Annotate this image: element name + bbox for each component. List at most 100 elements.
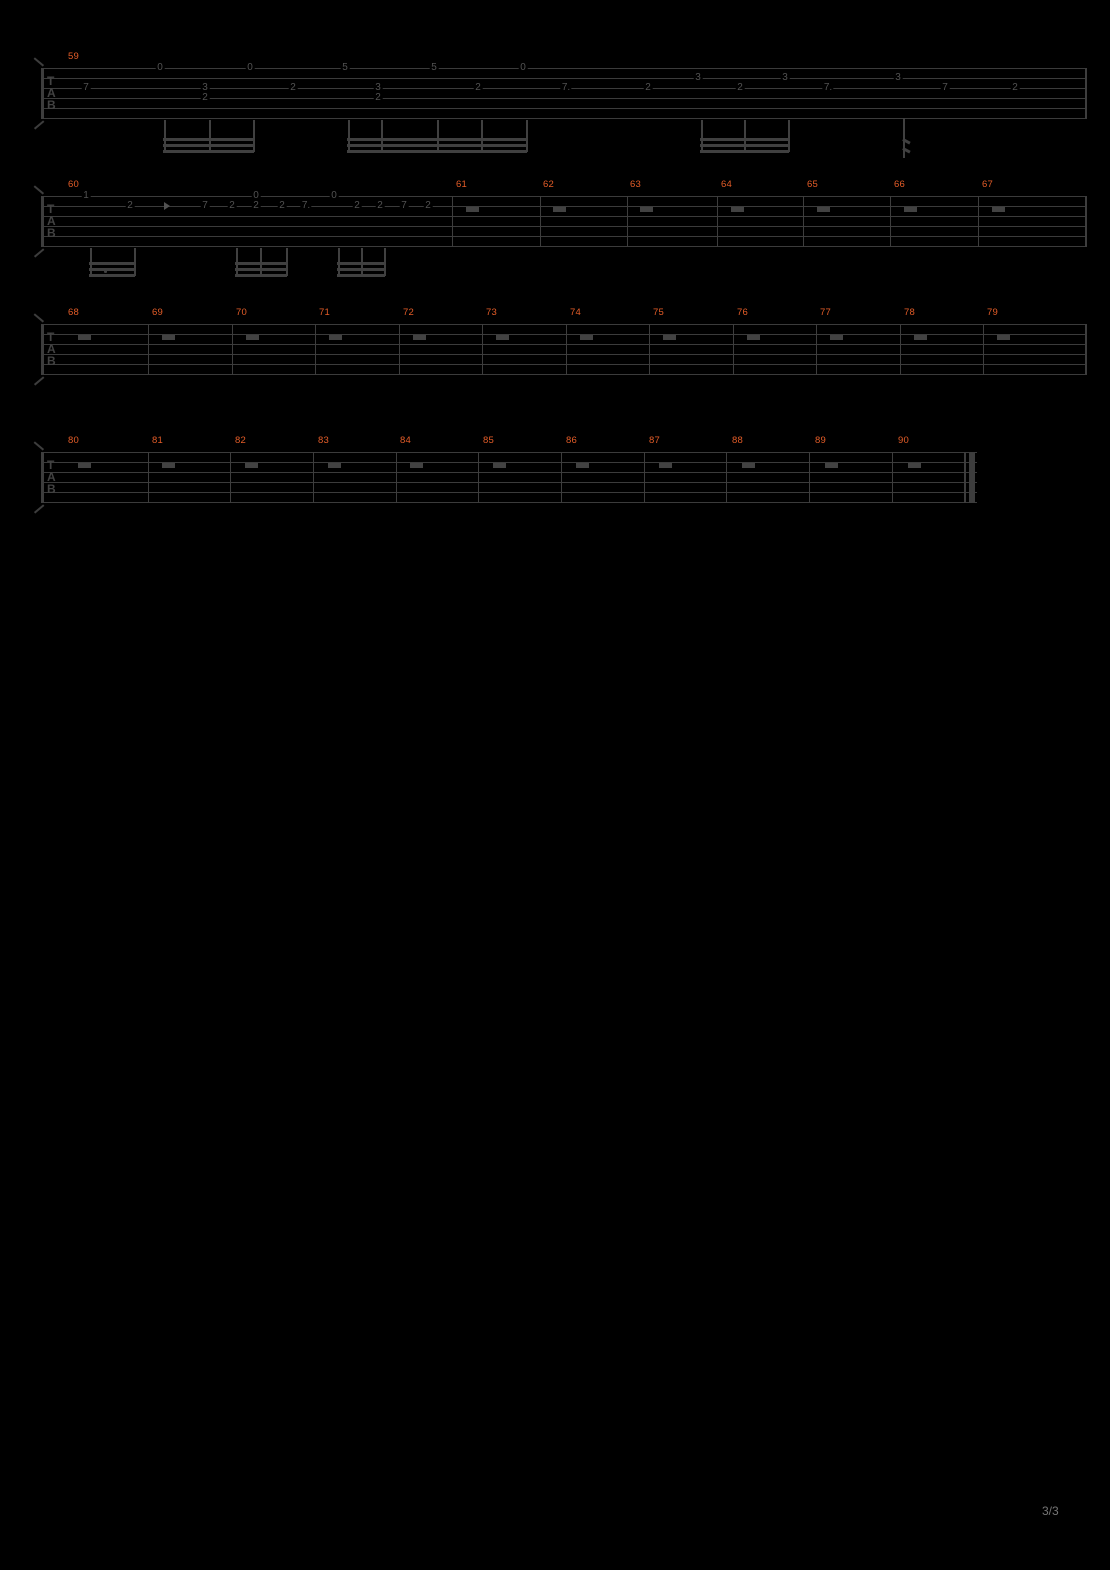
whole-rest-block — [908, 463, 921, 468]
barline — [978, 196, 979, 247]
barline — [540, 196, 541, 247]
barline — [452, 196, 453, 247]
beam — [700, 150, 789, 153]
measure-number: 65 — [807, 179, 818, 190]
beam — [89, 268, 135, 271]
note-stem — [437, 120, 439, 152]
note-stem — [209, 120, 211, 152]
whole-rest-block — [992, 207, 1005, 212]
measure-number: 73 — [486, 307, 497, 318]
barline — [627, 196, 628, 247]
tab-clef-letter: B — [47, 354, 56, 368]
beam — [700, 144, 789, 147]
end-barline — [1085, 68, 1087, 119]
note-stem — [348, 120, 350, 152]
system-start-barline — [41, 324, 44, 375]
measure-number: 84 — [400, 435, 411, 446]
fret-number: 1 — [81, 189, 91, 202]
staff-line — [42, 374, 1086, 375]
note-stem — [164, 120, 166, 152]
fret-number: 3 — [893, 71, 903, 84]
fret-number: 5 — [429, 61, 439, 74]
whole-rest-block — [742, 463, 755, 468]
staff-line — [42, 68, 1086, 69]
quarter-rest-icon — [164, 202, 170, 210]
fret-number: 0 — [518, 61, 528, 74]
system-bracket-tick-top — [33, 57, 45, 67]
staff-line — [42, 98, 1086, 99]
whole-rest-block — [825, 463, 838, 468]
measure-number: 74 — [570, 307, 581, 318]
rest-glyph: 7 — [940, 81, 950, 94]
whole-rest-block — [493, 463, 506, 468]
beam — [163, 144, 254, 147]
barline — [900, 324, 901, 375]
whole-rest-block — [466, 207, 479, 212]
tab-clef-letter: B — [47, 226, 56, 240]
staff-line — [42, 216, 1086, 217]
barline — [313, 452, 314, 503]
fret-number: 2 — [735, 81, 745, 94]
measure-number: 90 — [898, 435, 909, 446]
system-start-barline — [41, 68, 44, 119]
rest-glyph: 7 — [200, 199, 210, 212]
barline — [649, 324, 650, 375]
system-start-barline — [41, 452, 44, 503]
measure-number: 80 — [68, 435, 79, 446]
fret-number: 3 — [200, 81, 210, 94]
system-start-barline — [41, 196, 44, 247]
fret-number: 2 — [375, 199, 385, 212]
beam — [163, 138, 254, 141]
tab-clef-letter: T — [47, 458, 55, 472]
fret-number: 2 — [473, 81, 483, 94]
barline — [482, 324, 483, 375]
staff-line — [42, 196, 1086, 197]
measure-number: 70 — [236, 307, 247, 318]
staff-line — [42, 354, 1086, 355]
note-stem — [903, 118, 905, 158]
measure-number: 72 — [403, 307, 414, 318]
staff-line — [42, 452, 977, 453]
staff-line — [42, 236, 1086, 237]
staff-line — [42, 324, 1086, 325]
rest-glyph: 7. — [560, 81, 572, 94]
measure-number: 78 — [904, 307, 915, 318]
whole-rest-block — [329, 335, 342, 340]
measure-number: 59 — [68, 51, 79, 62]
measure-number: 81 — [152, 435, 163, 446]
beam — [347, 138, 527, 141]
barline — [232, 324, 233, 375]
barline — [478, 452, 479, 503]
staff-line — [42, 502, 977, 503]
whole-rest-block — [640, 207, 653, 212]
whole-rest-block — [413, 335, 426, 340]
barline — [315, 324, 316, 375]
measure-number: 87 — [649, 435, 660, 446]
whole-rest-block — [78, 463, 91, 468]
barline — [733, 324, 734, 375]
note-stem — [526, 120, 528, 152]
measure-number: 75 — [653, 307, 664, 318]
staff-line — [42, 344, 1086, 345]
fret-number: 2 — [1010, 81, 1020, 94]
barline — [717, 196, 718, 247]
staff-line — [42, 246, 1086, 247]
staff-line — [42, 492, 977, 493]
beam — [337, 268, 385, 271]
beam — [235, 274, 287, 277]
final-barline-thick — [969, 452, 975, 503]
staff-line — [42, 78, 1086, 79]
barline — [561, 452, 562, 503]
whole-rest-block — [496, 335, 509, 340]
barline — [644, 452, 645, 503]
barline — [983, 324, 984, 375]
measure-number: 69 — [152, 307, 163, 318]
beam — [700, 138, 789, 141]
staff-line — [42, 364, 1086, 365]
tab-clef-letter: A — [47, 214, 56, 228]
whole-rest-block — [817, 207, 830, 212]
barline — [809, 452, 810, 503]
measure-number: 79 — [987, 307, 998, 318]
measure-number: 86 — [566, 435, 577, 446]
